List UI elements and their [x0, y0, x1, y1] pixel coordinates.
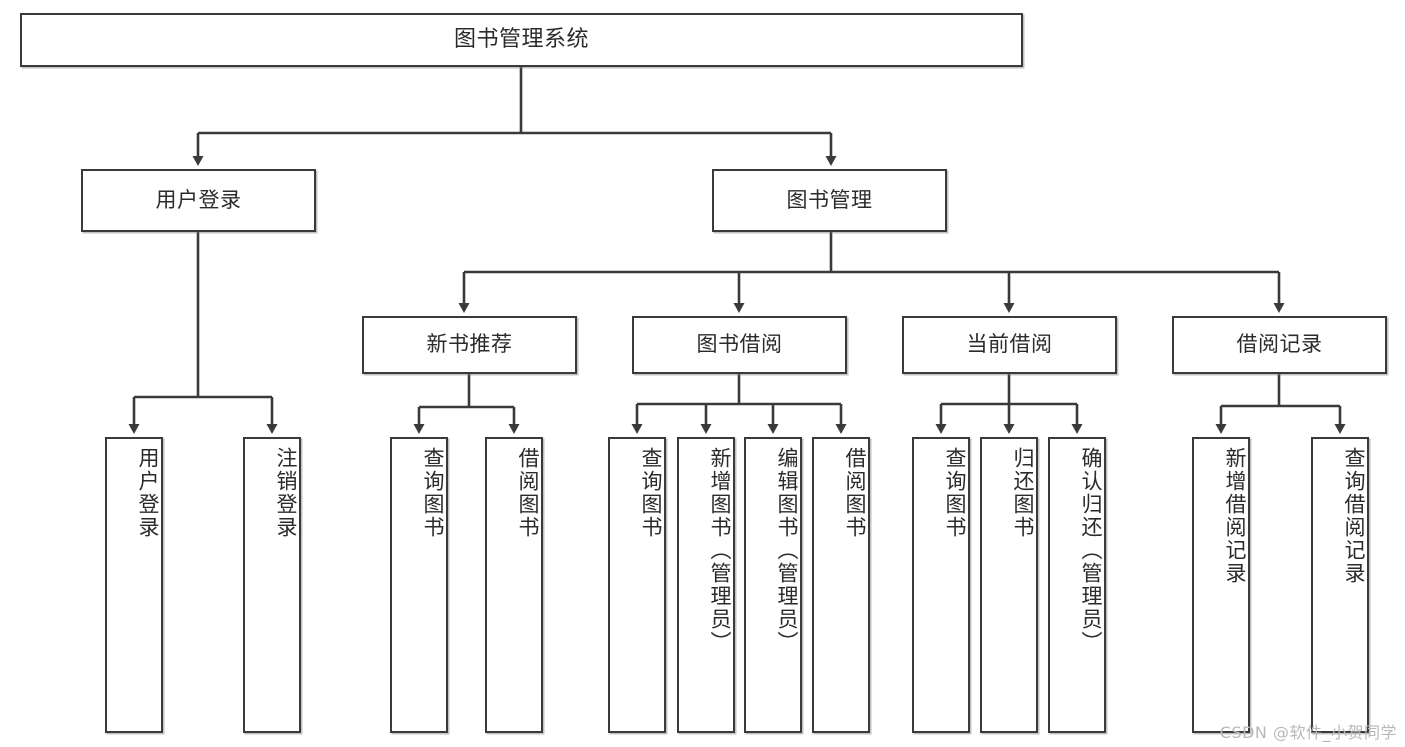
- node-label: 借阅图书: [516, 447, 540, 539]
- node-book-management[interactable]: 图书管理: [712, 169, 947, 232]
- node-label: 用户登录: [136, 447, 160, 539]
- node-label: 当前借阅: [966, 332, 1053, 357]
- node-label: 用户登录: [155, 187, 242, 212]
- node-label: 借阅图书: [843, 447, 867, 539]
- node-label: 新增图书（管理员）: [708, 447, 732, 654]
- node-label: 查询图书: [421, 447, 445, 539]
- node-book-borrow[interactable]: 图书借阅: [632, 316, 847, 374]
- leaf-return-book[interactable]: 归还图书: [980, 437, 1038, 733]
- node-borrow-record[interactable]: 借阅记录: [1172, 316, 1387, 374]
- node-label: 注销登录: [274, 447, 298, 539]
- leaf-add-book-admin[interactable]: 新增图书（管理员）: [677, 437, 735, 733]
- leaf-add-borrow-record[interactable]: 新增借阅记录: [1192, 437, 1250, 733]
- node-label: 查询图书: [639, 447, 663, 539]
- node-label: 图书管理系统: [453, 26, 589, 52]
- leaf-query-book-recommend[interactable]: 查询图书: [390, 437, 448, 733]
- leaf-user-login[interactable]: 用户登录: [105, 437, 163, 733]
- leaf-borrow-book-recommend[interactable]: 借阅图书: [485, 437, 543, 733]
- leaf-edit-book-admin[interactable]: 编辑图书（管理员）: [744, 437, 802, 733]
- leaf-query-book-current[interactable]: 查询图书: [912, 437, 970, 733]
- node-label: 查询借阅记录: [1342, 447, 1366, 585]
- node-label: 确认归还（管理员）: [1079, 447, 1103, 654]
- leaf-borrow-book[interactable]: 借阅图书: [812, 437, 870, 733]
- node-label: 图书管理: [786, 187, 873, 212]
- node-label: 编辑图书（管理员）: [775, 447, 799, 654]
- leaf-confirm-return-admin[interactable]: 确认归还（管理员）: [1048, 437, 1106, 733]
- node-label: 新增借阅记录: [1223, 447, 1247, 585]
- node-label: 归还图书: [1011, 447, 1035, 539]
- leaf-query-book-borrow[interactable]: 查询图书: [608, 437, 666, 733]
- node-user-login[interactable]: 用户登录: [81, 169, 316, 232]
- node-label: 图书借阅: [696, 332, 783, 357]
- node-label: 借阅记录: [1236, 332, 1323, 357]
- node-label: 查询图书: [943, 447, 967, 539]
- leaf-query-borrow-record[interactable]: 查询借阅记录: [1311, 437, 1369, 733]
- node-root-system[interactable]: 图书管理系统: [20, 13, 1023, 67]
- node-label: 新书推荐: [426, 332, 513, 357]
- node-new-book-recommend[interactable]: 新书推荐: [362, 316, 577, 374]
- leaf-logout[interactable]: 注销登录: [243, 437, 301, 733]
- node-current-borrow[interactable]: 当前借阅: [902, 316, 1117, 374]
